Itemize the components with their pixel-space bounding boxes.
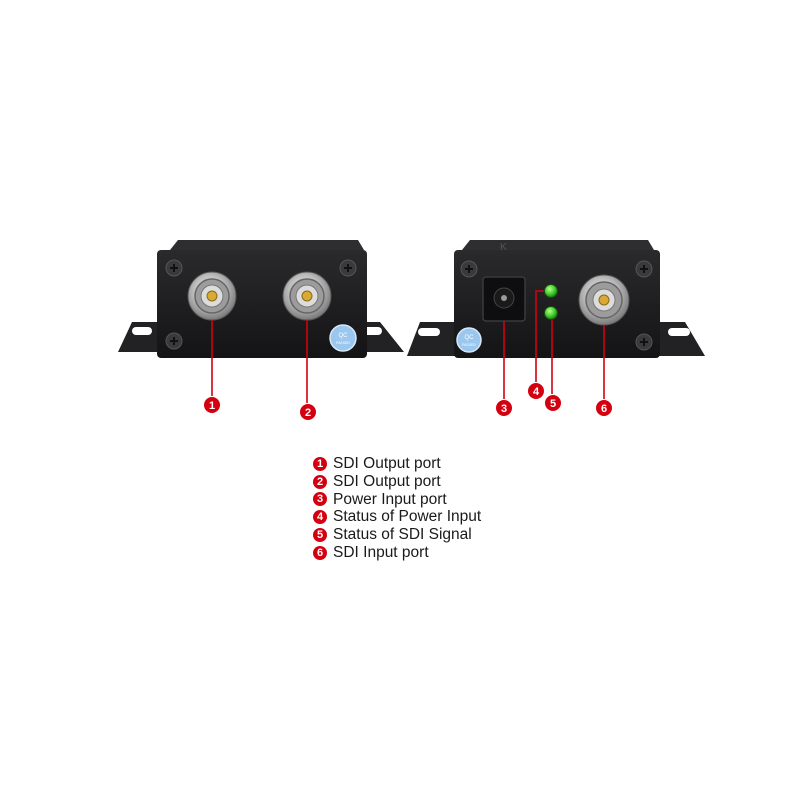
callout-badge-4: 4 [528, 383, 544, 399]
callout-badge-6: 6 [596, 400, 612, 416]
qc-sticker-subtext: PASSED [462, 343, 476, 347]
screw [635, 260, 653, 278]
qc-sticker-text: QC [339, 333, 349, 339]
legend-item: 1 SDI Output port [313, 455, 481, 473]
callout-badge-2: 2 [300, 404, 316, 420]
callout-number: 2 [305, 407, 311, 419]
callout-number: 6 [601, 403, 607, 415]
callout-badge-3: 3 [496, 400, 512, 416]
device-brand-text: K [500, 242, 507, 253]
legend-label: SDI Output port [333, 454, 441, 472]
screw [165, 259, 183, 277]
screw [635, 333, 653, 351]
legend: 1 SDI Output port 2 SDI Output port 3 Po… [313, 455, 481, 562]
legend-item: 6 SDI Input port [313, 544, 481, 562]
screw [460, 260, 478, 278]
qc-sticker-subtext: PASSED [336, 341, 350, 345]
bracket-slot [132, 327, 152, 335]
legend-item: 3 Power Input port [313, 491, 481, 509]
sdi-output-port-1[interactable] [187, 271, 237, 321]
callout-number: 4 [533, 386, 540, 398]
legend-item: 5 Status of SDI Signal [313, 526, 481, 544]
bracket-slot [668, 328, 690, 336]
qc-sticker: QC PASSED [329, 324, 357, 352]
legend-number-badge: 4 [313, 510, 327, 525]
legend-label: Status of SDI Signal [333, 526, 472, 544]
legend-label: Power Input port [333, 490, 447, 508]
callout-number: 1 [209, 400, 215, 412]
legend-number-badge: 1 [313, 456, 327, 471]
callout-number: 3 [501, 403, 507, 415]
qc-sticker: QC PASSED [456, 327, 482, 353]
power-status-led [544, 284, 558, 298]
callout-leader-4 [535, 290, 544, 382]
legend-number-badge: 3 [313, 492, 327, 507]
sdi-output-port-2[interactable] [282, 271, 332, 321]
callout-badge-5: 5 [545, 395, 561, 411]
legend-number-badge: 6 [313, 545, 327, 560]
bracket-slot [418, 328, 440, 336]
legend-number-badge: 2 [313, 474, 327, 489]
sdi-input-port[interactable] [578, 274, 630, 326]
legend-number-badge: 5 [313, 528, 327, 543]
legend-label: Status of Power Input [333, 508, 482, 526]
power-input-jack[interactable] [482, 276, 526, 322]
left-unit: QC PASSED [118, 240, 404, 358]
right-unit: K QC [407, 240, 705, 358]
sdi-signal-led [544, 306, 558, 320]
legend-item: 2 SDI Output port [313, 473, 481, 491]
callout-badge-1: 1 [204, 397, 220, 413]
legend-label: SDI Output port [333, 472, 441, 490]
callout-number: 5 [550, 398, 556, 410]
qc-sticker-text: QC [465, 335, 475, 341]
legend-label: SDI Input port [333, 543, 429, 561]
legend-item: 4 Status of Power Input [313, 508, 481, 526]
screw [165, 332, 183, 350]
screw [339, 259, 357, 277]
